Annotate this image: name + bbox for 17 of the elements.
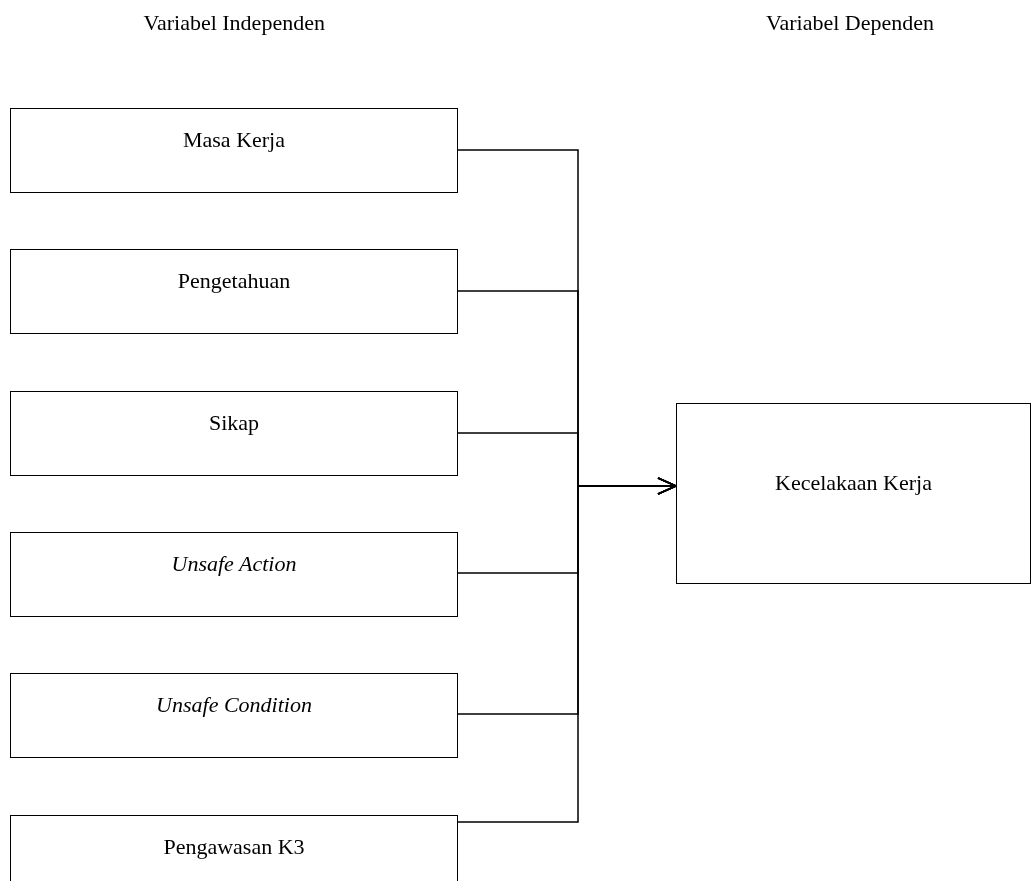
variable-name: Masa Kerja xyxy=(183,127,285,154)
column-heading: Variabel Dependen xyxy=(766,10,934,36)
variable-box xyxy=(10,673,458,758)
variable-name: Unsafe Action xyxy=(171,551,297,578)
variable-box xyxy=(10,249,458,334)
connector-arrow xyxy=(457,477,677,823)
variable-box xyxy=(676,403,1031,584)
variable-name: Kecelakaan Kerja xyxy=(775,470,932,497)
variable-name: Sikap xyxy=(208,410,260,437)
variable-box xyxy=(10,815,458,881)
column-heading: Variabel Independen xyxy=(143,10,325,36)
variable-name: Pengetahuan xyxy=(177,268,291,295)
variable-box xyxy=(10,532,458,617)
variable-box xyxy=(10,391,458,476)
variable-name: Pengawasan K3 xyxy=(163,834,305,861)
variable-box xyxy=(10,108,458,193)
variable-name: Unsafe Condition xyxy=(156,692,312,719)
